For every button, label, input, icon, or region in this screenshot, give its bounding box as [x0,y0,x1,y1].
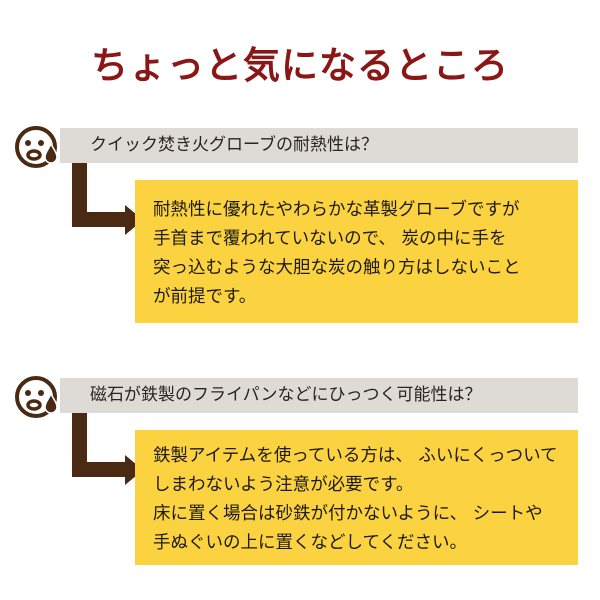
question-text: クイック焚き火グローブの耐熱性は？ [90,135,378,155]
connector-horizontal [72,462,127,477]
answer-text: 鉄製アイテムを使っている方は、 ふいにくっついて しまわないよう注意が必要です。… [153,442,568,558]
answer-line: が前提です。 [153,287,257,307]
answer-line: 鉄製アイテムを使っている方は、 ふいにくっついて [153,446,558,466]
page-title: ちょっと気になるところ [91,44,509,87]
answer-line: 耐熱性に優れたやわらかな革製グローブですが [153,200,520,220]
answer-box: 耐熱性に優れたやわらかな革製グローブですが 手首まで覆われていないので、 炭の中… [135,180,578,323]
worried-face-sweat-icon [15,376,58,418]
answer-line: 手首まで覆われていないので、 炭の中に手を [153,229,507,249]
question-text: 磁石が鉄製のフライパンなどにひっつく可能性は？ [90,385,482,405]
answer-line: 突っ込むような大胆な炭の触り方はしないこと [153,258,521,278]
answer-box: 鉄製アイテムを使っている方は、 ふいにくっついて しまわないよう注意が必要です。… [135,430,578,565]
answer-text: 耐熱性に優れたやわらかな革製グローブですが 手首まで覆われていないので、 炭の中… [153,196,568,312]
worried-face-sweat-icon [15,126,58,168]
answer-line: 床に置く場合は砂鉄が付かないように、 シートや [153,504,543,524]
connector-vertical [72,163,87,227]
answer-line: 手ぬぐいの上に置くなどしてください。 [153,533,467,553]
connector-horizontal [72,212,127,227]
answer-line: しまわないよう注意が必要です。 [153,475,414,495]
question-bar: クイック焚き火グローブの耐熱性は？ [60,128,578,163]
question-bar: 磁石が鉄製のフライパンなどにひっつく可能性は？ [60,378,578,413]
connector-vertical [72,413,87,477]
